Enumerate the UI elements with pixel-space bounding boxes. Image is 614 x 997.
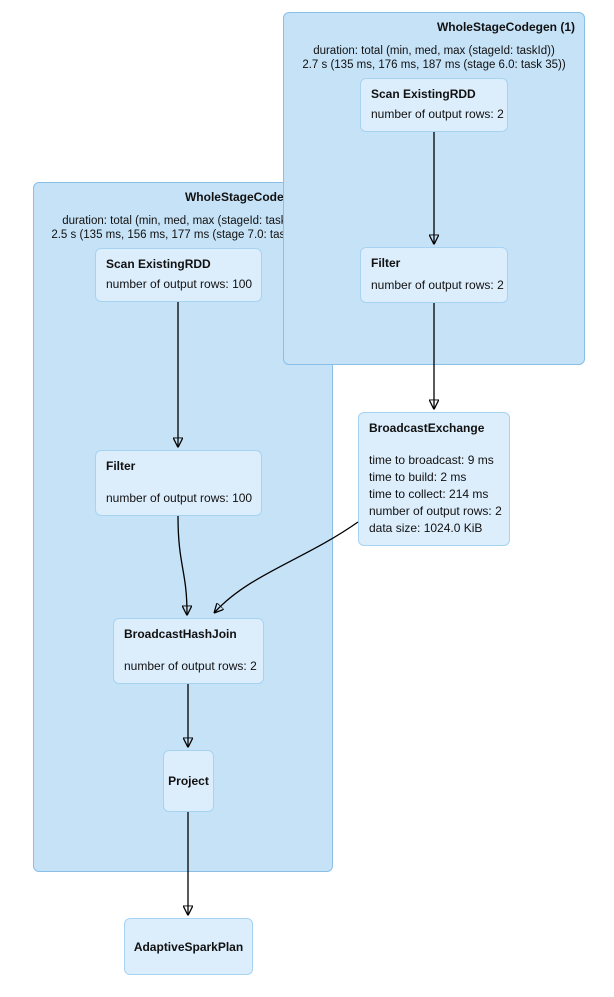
cluster-wholestagecodegen-1-title: WholeStageCodegen (1) (436, 20, 575, 34)
duration-label: duration: total (min, med, max (stageId:… (313, 45, 555, 57)
node-metrics: number of output rows: 100 (106, 490, 253, 507)
node-title: Scan ExistingRDD (371, 87, 476, 101)
node-title: Project (168, 774, 209, 788)
metric-time-to-broadcast: time to broadcast: 9 ms (369, 453, 494, 467)
cluster-wholestagecodegen-2-duration: duration: total (min, med, max (stageId:… (34, 214, 332, 242)
node-broadcast-hash-join: BroadcastHashJoin number of output rows:… (113, 618, 264, 684)
node-title: AdaptiveSparkPlan (133, 939, 244, 954)
node-metrics: number of output rows: 2 (124, 658, 257, 675)
node-filter-1: Filter number of output rows: 2 (360, 247, 508, 303)
duration-value: 2.7 s (135 ms, 176 ms, 187 ms (stage 6.0… (302, 59, 566, 71)
node-metrics: number of output rows: 2 (371, 106, 504, 123)
node-filter-2: Filter number of output rows: 100 (95, 450, 262, 516)
node-title: BroadcastExchange (369, 421, 485, 435)
node-broadcast-exchange: BroadcastExchange time to broadcast: 9 m… (358, 412, 510, 546)
node-title: Scan ExistingRDD (106, 257, 211, 271)
metric-output-rows: number of output rows: 2 (371, 278, 504, 292)
node-scan-existingrdd-1: Scan ExistingRDD number of output rows: … (360, 78, 508, 132)
node-metrics: number of output rows: 100 (106, 276, 253, 293)
metric-output-rows: number of output rows: 100 (106, 491, 253, 505)
node-scan-existingrdd-2: Scan ExistingRDD number of output rows: … (95, 248, 262, 302)
node-title: Filter (371, 256, 401, 270)
node-adaptive-spark-plan: AdaptiveSparkPlan (124, 918, 253, 975)
node-title: BroadcastHashJoin (124, 627, 237, 641)
node-project: Project (163, 750, 214, 812)
metric-time-to-build: time to build: 2 ms (369, 470, 467, 484)
metric-output-rows: number of output rows: 2 (369, 504, 502, 518)
cluster-wholestagecodegen-1: WholeStageCodegen (1) duration: total (m… (283, 12, 585, 365)
duration-label: duration: total (min, med, max (stageId:… (62, 215, 304, 227)
duration-value: 2.5 s (135 ms, 156 ms, 177 ms (stage 7.0… (51, 229, 315, 241)
metric-time-to-collect: time to collect: 214 ms (369, 487, 489, 501)
metric-output-rows: number of output rows: 2 (124, 659, 257, 673)
metric-output-rows: number of output rows: 100 (106, 277, 253, 291)
node-metrics: time to broadcast: 9 ms time to build: 2… (369, 452, 502, 537)
node-title: Filter (106, 459, 136, 473)
metric-output-rows: number of output rows: 2 (371, 107, 504, 121)
cluster-wholestagecodegen-1-duration: duration: total (min, med, max (stageId:… (284, 44, 584, 72)
metric-data-size: data size: 1024.0 KiB (369, 521, 483, 535)
node-metrics: number of output rows: 2 (371, 277, 504, 294)
